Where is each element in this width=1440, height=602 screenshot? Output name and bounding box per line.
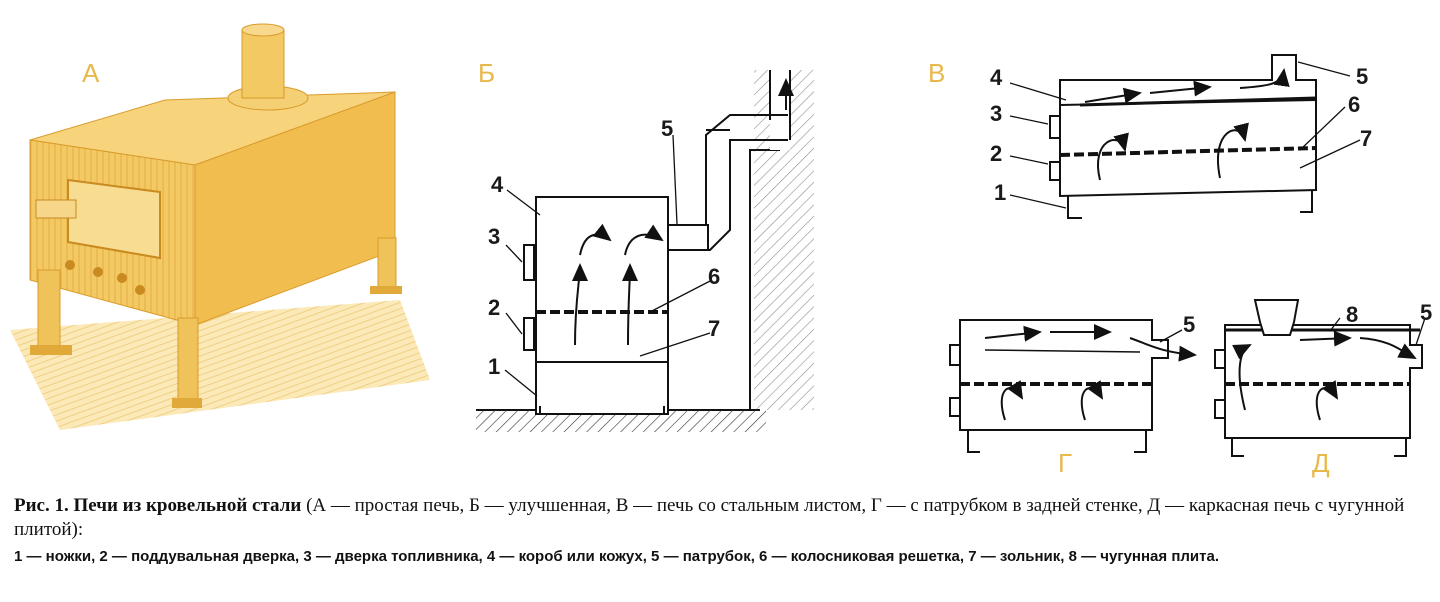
label-v-2: 2 bbox=[990, 141, 1002, 166]
panel-b-labels: Б 4 3 2 1 5 6 7 bbox=[478, 58, 720, 379]
label-v-6: 6 bbox=[1348, 92, 1360, 117]
label-v-1: 1 bbox=[994, 180, 1006, 205]
panel-letter-d: Д bbox=[1312, 448, 1330, 478]
panel-b-improved-stove bbox=[476, 70, 814, 432]
panel-g-labels: Г 5 bbox=[1058, 312, 1195, 478]
panel-letter-g: Г bbox=[1058, 448, 1072, 478]
caption-main: Рис. 1. Печи из кровельной стали (А — пр… bbox=[14, 494, 1426, 542]
panel-letter-a: А bbox=[82, 58, 100, 88]
caption-legend: 1 — ножки, 2 — поддувальная дверка, 3 — … bbox=[14, 548, 1219, 565]
panel-d-frame-stove bbox=[1214, 299, 1426, 457]
stove-diagram-figure: А bbox=[10, 23, 1432, 478]
caption-lead: Рис. 1. Печи из кровельной стали bbox=[14, 495, 302, 516]
label-b-4: 4 bbox=[491, 172, 504, 197]
panel-a-simple-stove: А bbox=[10, 23, 430, 430]
panel-v-labels: В 4 3 2 1 5 6 7 bbox=[928, 58, 1372, 205]
label-g-5: 5 bbox=[1183, 312, 1195, 337]
caption-text: (А — простая печь, Б — улучшенная, В — п… bbox=[14, 495, 1405, 540]
label-d-5: 5 bbox=[1420, 300, 1432, 325]
panel-v-steel-sheet-stove bbox=[1009, 54, 1361, 219]
label-v-5: 5 bbox=[1356, 64, 1368, 89]
panel-letter-v: В bbox=[928, 58, 945, 88]
label-b-2: 2 bbox=[488, 295, 500, 320]
figure-caption: Рис. 1. Печи из кровельной стали (А — пр… bbox=[14, 494, 1426, 568]
label-v-7: 7 bbox=[1360, 126, 1372, 151]
panel-g-rear-pipe-stove bbox=[949, 319, 1197, 453]
label-b-7: 7 bbox=[708, 316, 720, 341]
label-b-6: 6 bbox=[708, 264, 720, 289]
label-b-3: 3 bbox=[488, 224, 500, 249]
label-d-8: 8 bbox=[1346, 302, 1358, 327]
panel-letter-b: Б bbox=[478, 58, 495, 88]
label-v-3: 3 bbox=[990, 101, 1002, 126]
label-v-4: 4 bbox=[990, 65, 1003, 90]
label-b-1: 1 bbox=[488, 354, 500, 379]
panel-d-labels: Д 8 5 bbox=[1312, 300, 1432, 478]
label-b-5: 5 bbox=[661, 116, 673, 141]
